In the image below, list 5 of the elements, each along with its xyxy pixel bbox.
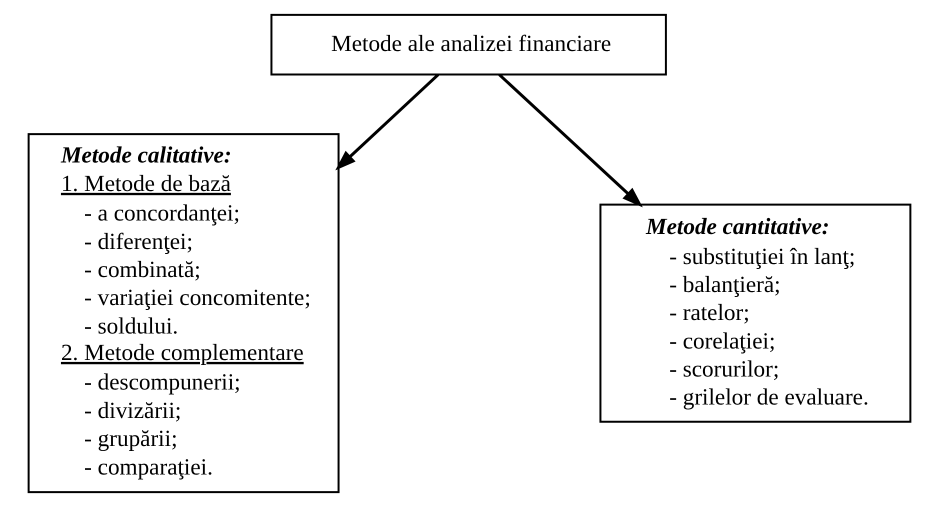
node-box: Metode calitative: 1. Metode de bază - a concordanţei; - diferenţei; - combinată; - variaţiei concomitente; - soldului. 2. Metode complementare - descompunerii; - divizării; - grupării; - comparaţiei. [28,133,340,494]
arrow [335,74,440,170]
arrow [498,74,643,208]
node-box: Metode cantitative: - substituţiei în lanţ; - balanţieră; - ratelor; - corelaţiei; - scorurilor; - grilelor de evaluare. [599,204,912,423]
node-box: Metode ale analizei financiare [270,14,667,76]
